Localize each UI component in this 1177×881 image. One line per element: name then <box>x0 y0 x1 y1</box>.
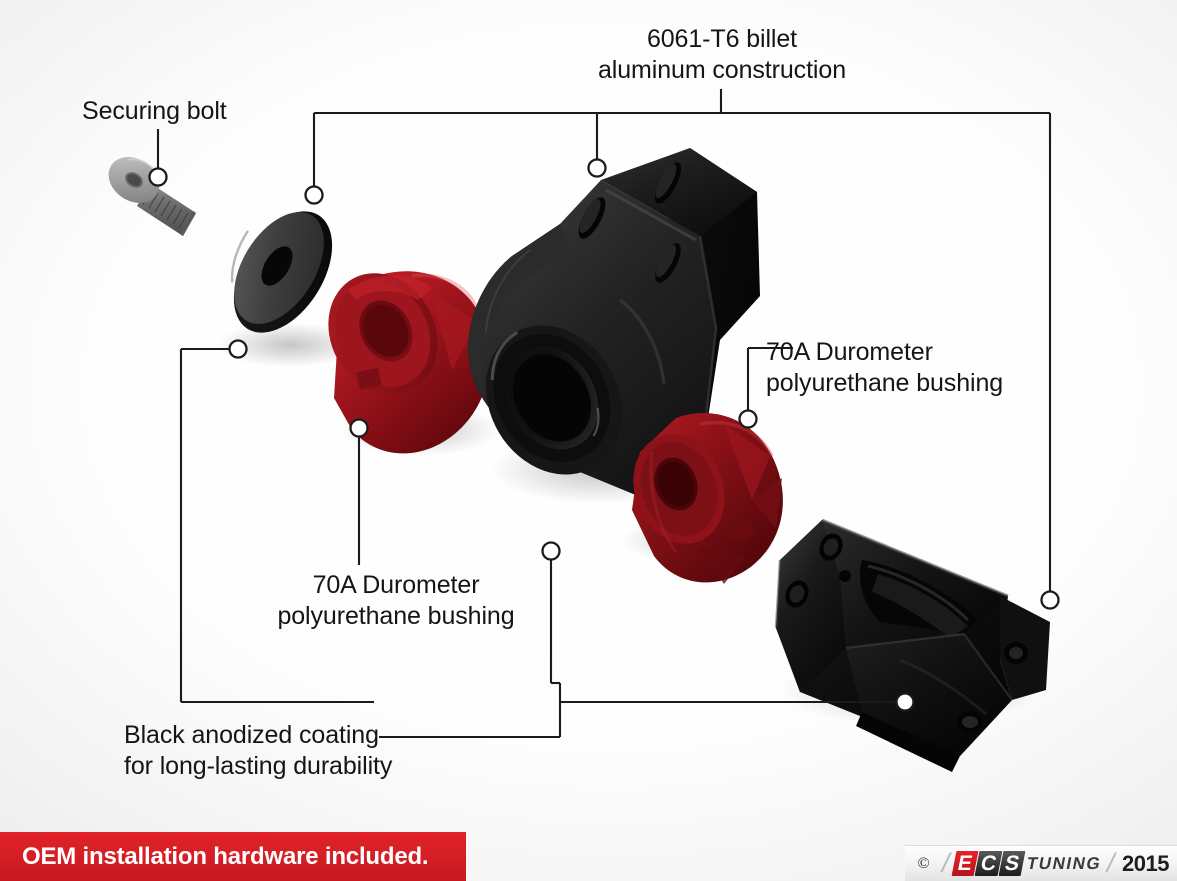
part-black-bracket <box>774 518 1050 772</box>
part-red-bushing-lower <box>632 412 783 584</box>
part-securing-bolt <box>108 157 196 236</box>
oem-hardware-banner-text: OEM installation hardware included. <box>22 842 429 870</box>
ecs-tuning-word: TUNING <box>1025 853 1104 873</box>
callout-label-black-anodized: Black anodized coating for long-lasting … <box>124 721 393 780</box>
callout-label-poly-bushing-right: 70A Durometer polyurethane bushing <box>766 338 1004 397</box>
part-red-bushing-upper <box>328 271 490 454</box>
part-washer <box>230 211 333 333</box>
callout-label-securing-bolt: Securing bolt <box>82 97 227 125</box>
ecs-wordmark: E C S <box>951 851 1026 876</box>
oem-hardware-banner: OEM installation hardware included. <box>0 832 466 881</box>
callout-label-poly-bushing-left: 70A Durometer polyurethane bushing <box>277 571 515 630</box>
copyright-symbol: © <box>917 854 930 872</box>
part-aluminum-bracket <box>468 148 760 500</box>
ecs-tuning-logo: © / E C S TUNING / 2015 <box>905 845 1177 881</box>
callout-label-billet-construction: 6061-T6 billet aluminum construction <box>597 25 846 84</box>
logo-year: 2015 <box>1122 850 1169 876</box>
